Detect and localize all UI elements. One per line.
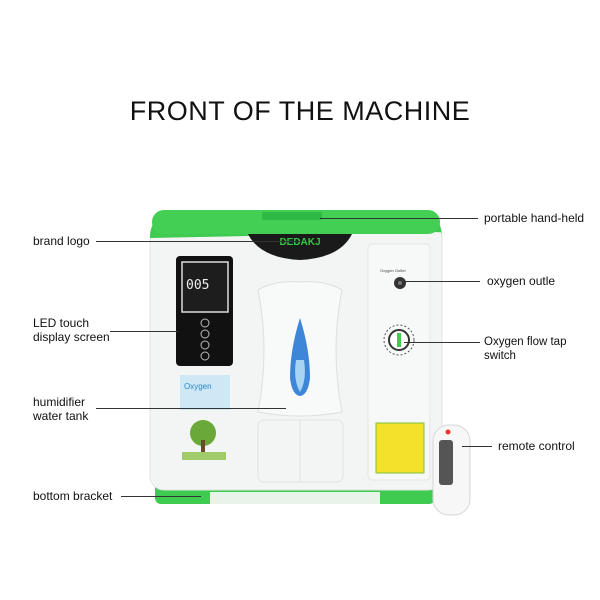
leader-line (462, 446, 492, 447)
top-cover (152, 210, 440, 234)
leader-line (110, 331, 178, 332)
water-drop (290, 318, 310, 396)
logo-badge (248, 234, 352, 260)
leader-line (404, 342, 480, 343)
handle (262, 212, 322, 220)
tree-image (190, 420, 216, 446)
label-tank-line1: humidifier (33, 395, 86, 409)
label-led-line1: LED touch (33, 316, 90, 330)
right-panel (367, 243, 431, 481)
label-led-line2: display screen (33, 330, 110, 344)
oxygen-sticker (180, 375, 230, 410)
outlet-caption: Oxygen Outlet (380, 268, 406, 273)
leader-line (96, 408, 286, 409)
label-bottom-bracket: bottom bracket (33, 489, 113, 503)
label-oxygen-outlet: oxygen outle (487, 274, 556, 288)
label-oxygen-flow-switch: Oxygen flow tap switch (484, 336, 567, 362)
leader-line (96, 241, 300, 242)
leader-line (402, 281, 480, 282)
label-remote-control: remote control (498, 439, 575, 453)
display-reading: 005 (186, 278, 210, 293)
label-tank-line2: water tank (33, 409, 89, 423)
brand-logo-text: DEDAKJ (279, 237, 321, 248)
sticker-text: Oxygen (184, 382, 212, 391)
label-portable-hand-held: portable hand-held (484, 211, 585, 225)
warning-label (375, 422, 425, 474)
page-title: FRONT OF THE MACHINE (129, 96, 471, 126)
leader-line (121, 496, 201, 497)
flow-dial (383, 324, 415, 356)
label-brand-logo: brand logo (33, 234, 90, 248)
leader-line (320, 218, 478, 219)
